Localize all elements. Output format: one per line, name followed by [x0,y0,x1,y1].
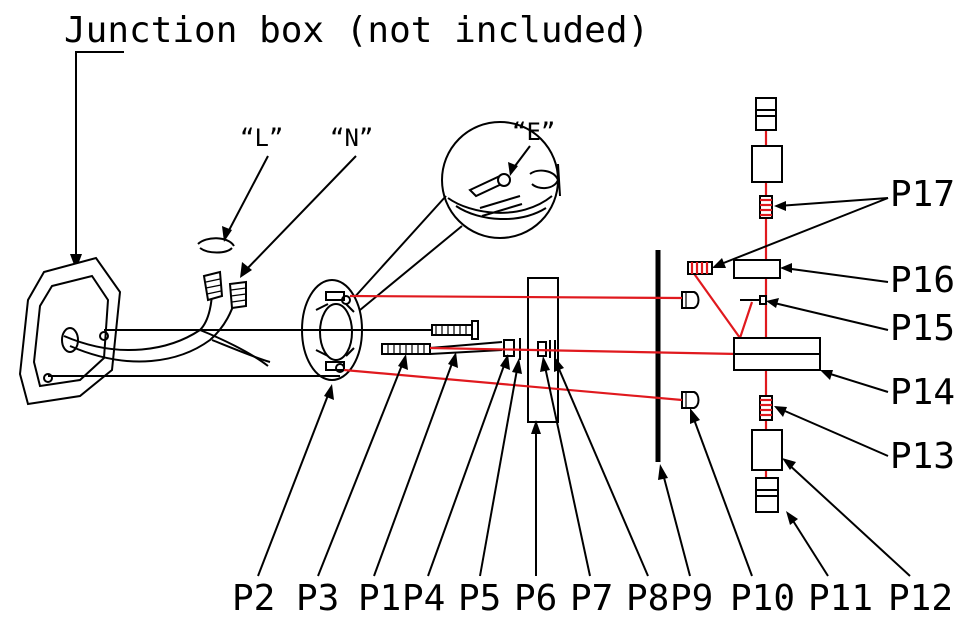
sleeve-p12 [751,429,783,471]
label-p5: P5 [458,578,501,618]
twist-arrow-live-return [199,247,233,254]
bottom-leaders [257,352,911,577]
threaded-stud-p17-vertical [759,195,773,219]
junction-box [18,256,122,406]
label-p15: P15 [890,308,955,349]
decorative-nut-p10-upper [681,291,700,309]
label-p13: P13 [890,436,955,477]
wire-connector-neutral [228,280,247,310]
label-p11: P11 [808,578,873,618]
label-earth: “E” [512,118,555,146]
right-leaders [712,197,889,457]
label-p7: P7 [570,578,613,618]
label-p14: P14 [890,372,955,413]
bracket-screw-upper [431,320,479,340]
label-neutral: “N” [330,124,373,152]
live-leader [225,155,269,237]
label-p17: P17 [890,174,955,215]
title-leader [75,51,124,262]
neutral-arrowhead [240,262,252,278]
label-p2: P2 [232,578,275,618]
label-p10: P10 [730,578,795,618]
lamp-holder-p14 [733,337,821,371]
callout-line-top [351,195,447,301]
live-arrowhead [222,226,232,242]
supply-cable-p1-lower [429,349,503,355]
nut-p7 [537,341,547,357]
label-p16: P16 [890,260,955,301]
threaded-stud-p13 [759,395,773,421]
wire-connector-live [202,270,224,302]
twist-arrow-live-icon [197,237,235,247]
label-p4: P4 [402,578,445,618]
end-cap-bottom-p11 [755,477,779,513]
threaded-nipple-p3 [381,343,431,355]
title-arrowhead [70,254,82,270]
earth-arrowhead [508,162,518,176]
screw-p15 [740,295,767,305]
supply-cable-p1 [429,341,503,349]
junction-box-title: Junction box (not included) [64,10,649,51]
end-cap-top-p11 [755,97,777,131]
decorative-nut-p10-lower [681,391,700,409]
nut-p4 [503,339,515,357]
label-p9: P9 [670,578,713,618]
label-p3: P3 [296,578,339,618]
sleeve-top [751,145,783,183]
label-p8: P8 [626,578,669,618]
label-live: “L” [240,124,283,152]
earth-detail-callout [441,121,561,239]
label-p1: P1 [358,578,401,618]
label-p12: P12 [888,578,953,618]
neutral-leader [243,155,357,273]
mains-wires [63,289,271,367]
threaded-stud-p17-horizontal [687,261,713,275]
connector-p16 [733,259,781,279]
label-p6: P6 [514,578,557,618]
